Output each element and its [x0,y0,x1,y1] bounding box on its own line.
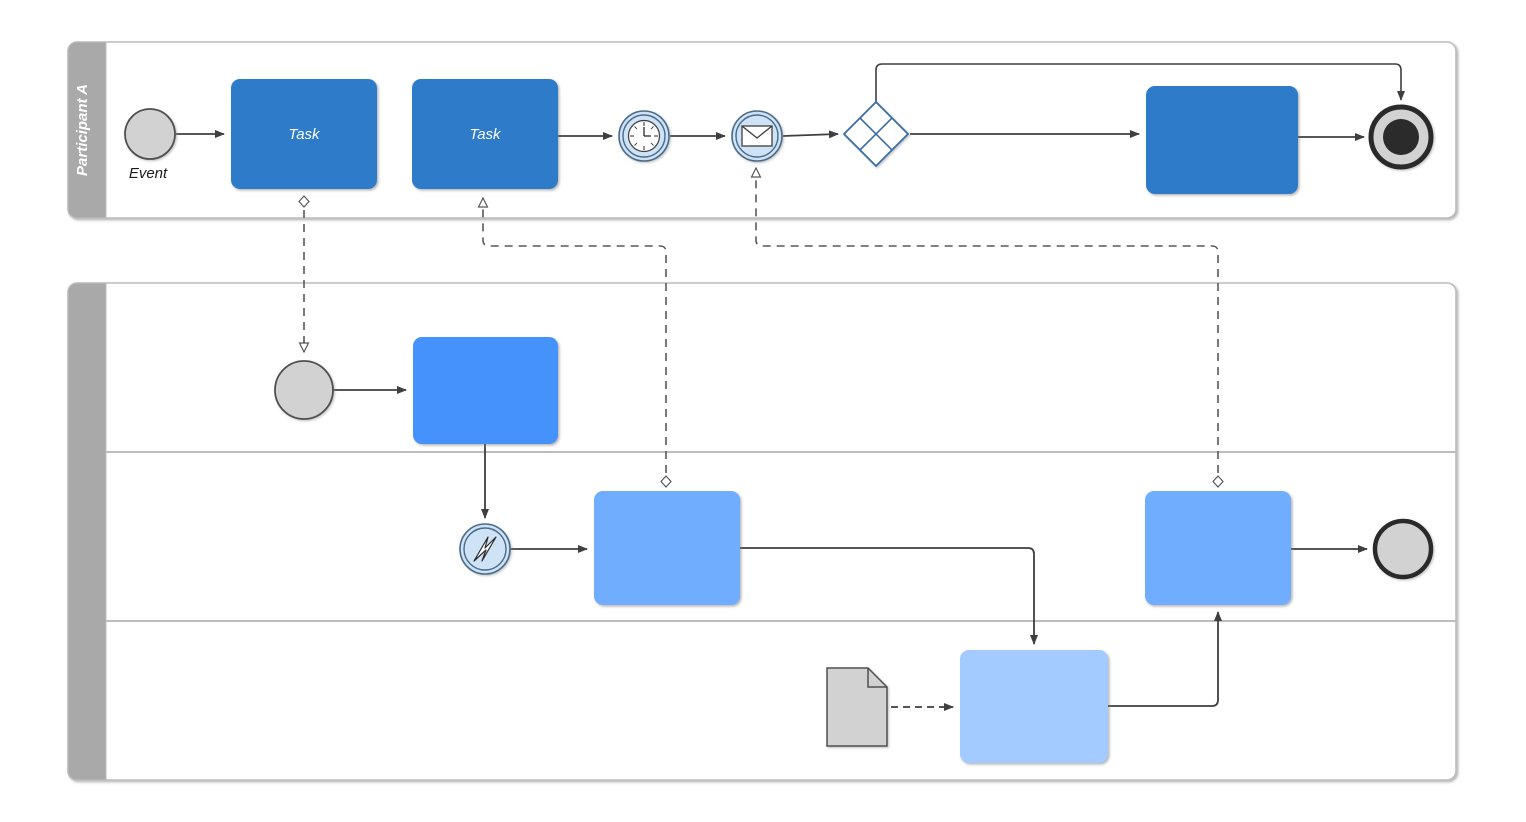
data-object-fold-icon [867,668,887,688]
terminate-event-inner-disc [1383,119,1419,155]
x-cross-icon [859,117,893,151]
end-event-circle[interactable] [1372,518,1434,580]
shape-data-object-b[interactable] [826,667,888,747]
clock-icon [627,119,661,153]
task-rect[interactable] [413,337,558,444]
shape-error-event-b[interactable] [459,523,511,575]
sequence-flow-taskb3-to-taskb4[interactable] [1108,611,1222,707]
shape-message-event-a[interactable] [731,110,783,162]
shape-start-event-b[interactable] [274,360,334,420]
pool-a-label: Participant A [74,84,91,176]
shape-terminate-event-a[interactable] [1368,104,1434,170]
sequence-flow-message-to-gateway[interactable] [782,130,839,139]
message-flow-taskb2-to-taska2[interactable] [483,198,666,487]
sequence-flow-gateway-loop-to-terminate[interactable] [875,63,1405,102]
sequence-flow-taskb2-to-taskb3[interactable] [740,547,1038,645]
task-a2-label: Task [469,126,502,143]
start-event-label: Event [129,165,168,182]
shape-task-a1[interactable]: Task [231,79,377,189]
shape-start-event-a[interactable]: Event [124,108,176,182]
shape-end-event-b[interactable] [1372,518,1434,580]
start-event-circle[interactable] [124,108,176,160]
pool-b-header-band [67,282,107,781]
sequence-flows-pool-a [176,63,1405,141]
start-event-circle[interactable] [274,360,334,420]
envelope-icon [741,125,773,147]
shape-timer-event-a[interactable] [618,110,670,162]
shape-task-a2[interactable]: Task [412,79,558,189]
task-rect[interactable] [594,491,740,605]
pool-a-header-band [67,41,107,219]
task-rect[interactable] [960,650,1108,763]
lightning-bolt-icon [473,536,497,562]
shape-task-b1[interactable] [413,337,558,444]
data-object-page[interactable] [826,667,888,747]
shape-task-b2[interactable] [594,491,740,605]
task-rect[interactable] [1146,86,1298,194]
shape-task-b4[interactable] [1145,491,1291,605]
shape-task-a3[interactable] [1146,86,1298,194]
task-rect[interactable] [231,79,377,189]
task-rect[interactable] [1145,491,1291,605]
task-a1-label: Task [288,126,321,143]
shape-gateway-a[interactable] [842,100,910,168]
message-flow-taskb4-to-messageevent[interactable] [756,168,1218,487]
task-rect[interactable] [412,79,558,189]
shape-task-b3[interactable] [960,650,1108,763]
message-flows [304,168,1218,487]
